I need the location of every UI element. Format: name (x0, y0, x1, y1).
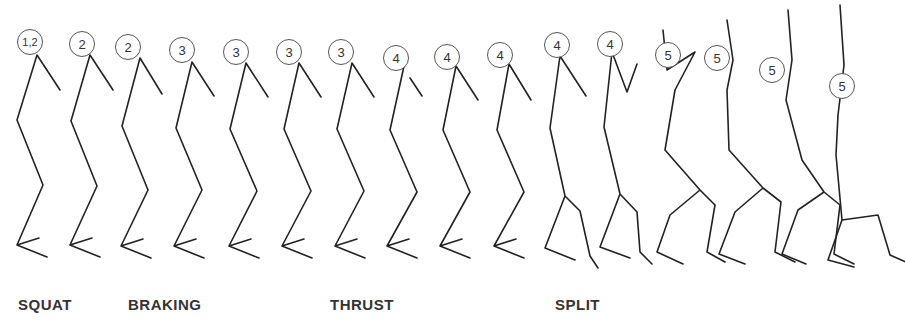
phase-label: THRUST (330, 296, 394, 313)
callout-circle: 3 (328, 39, 354, 65)
stick-figure (545, 56, 598, 268)
stick-figure (17, 55, 60, 257)
callout-circle: 4 (383, 45, 409, 71)
callout-circle: 4 (434, 44, 460, 70)
stick-figure (282, 63, 321, 258)
phase-label: SPLIT (555, 296, 600, 313)
callout-number: 3 (178, 44, 185, 57)
callout-circle: 4 (544, 32, 570, 58)
stick-figure (121, 58, 162, 258)
callout-circle: 3 (169, 37, 195, 63)
callout-number: 2 (124, 41, 131, 54)
phase-label: SQUAT (18, 296, 72, 313)
stick-figure (70, 55, 113, 257)
callout-number: 5 (768, 64, 775, 77)
callout-circle: 2 (115, 34, 141, 60)
callout-number: 5 (664, 49, 671, 62)
stick-figure (387, 66, 422, 258)
callout-number: 5 (838, 80, 845, 93)
stick-figure (335, 63, 374, 258)
callout-circle: 3 (276, 39, 302, 65)
callout-number: 4 (606, 38, 613, 51)
stick-figure (440, 66, 478, 258)
callout-number: 2 (78, 38, 85, 51)
callout-number: 3 (285, 46, 292, 59)
callout-circle: 5 (655, 42, 681, 68)
stick-figure (828, 5, 905, 267)
stick-figure (719, 20, 795, 264)
stick-figure (600, 52, 652, 264)
callout-circle: 2 (69, 31, 95, 57)
callout-number: 4 (392, 52, 399, 65)
callout-circle: 4 (597, 31, 623, 57)
callout-circle: 5 (829, 73, 855, 99)
callout-number: 4 (553, 39, 560, 52)
callout-circle: 1,2 (17, 29, 43, 55)
phase-label: BRAKING (128, 296, 202, 313)
stick-figure (494, 64, 531, 258)
callout-circle: 4 (487, 42, 513, 68)
callout-number: 3 (337, 46, 344, 59)
callout-number: 4 (496, 49, 503, 62)
callout-circle: 3 (223, 39, 249, 65)
callout-circle: 5 (759, 57, 785, 83)
callout-number: 1,2 (22, 37, 37, 48)
stick-figure (229, 63, 268, 258)
stick-figure (174, 62, 214, 258)
callout-number: 5 (713, 52, 720, 65)
callout-number: 4 (443, 51, 450, 64)
callout-number: 3 (232, 46, 239, 59)
callout-circle: 5 (704, 45, 730, 71)
